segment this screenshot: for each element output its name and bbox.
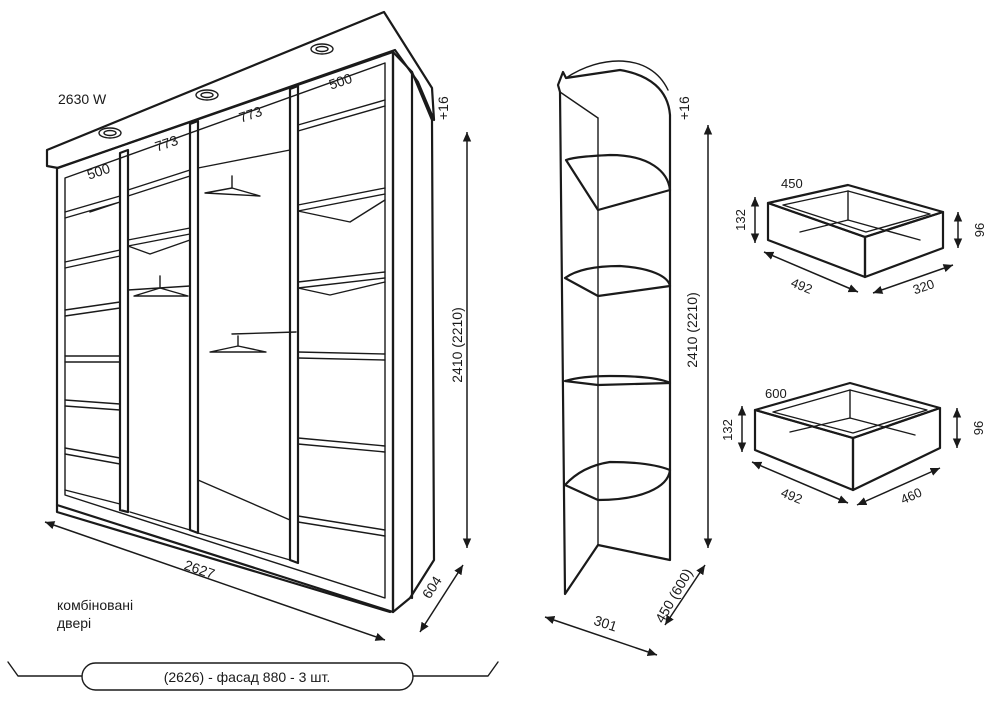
large-drawer-depth-line — [856, 467, 941, 506]
wardrobe-cornice — [45, 10, 436, 170]
small-drawer-depth-line — [872, 264, 954, 294]
note-line-1: комбіновані — [57, 597, 134, 613]
width-dimension-line — [44, 521, 386, 641]
depth-dimension-line — [419, 564, 464, 633]
corner-height-label: 2410 (2210) — [684, 292, 700, 368]
small-drawer-drawing — [766, 183, 945, 279]
large-drawer-length-label: 492 — [779, 485, 805, 507]
small-drawer-length-label: 492 — [789, 275, 815, 297]
small-drawer-length-line — [763, 251, 859, 293]
wardrobe-width-label: 2627 — [182, 557, 217, 582]
facade-bracket — [7, 661, 83, 677]
section-label-2: 773 — [153, 132, 180, 155]
corner-shelf-drawing — [556, 60, 672, 596]
corner-width-dimension-line — [544, 616, 658, 656]
facade-label: (2626) - фасад 880 - 3 шт. — [164, 669, 331, 685]
combined-doors-note: комбіновані двері — [57, 596, 133, 632]
second-section — [127, 169, 191, 531]
corner-width-label: 301 — [592, 612, 619, 635]
small-drawer-depth-label: 320 — [911, 276, 936, 297]
large-drawer-width-label: 600 — [765, 386, 787, 401]
divider-1 — [118, 148, 130, 514]
third-section — [197, 149, 291, 561]
corner-depth-dimension-line — [664, 564, 706, 626]
note-line-2: двері — [57, 615, 92, 631]
facade-pill — [81, 662, 414, 691]
large-drawer-side-height-label: 96 — [971, 421, 986, 435]
left-section-shelves — [64, 195, 121, 505]
section-label-3: 773 — [237, 103, 264, 126]
small-drawer-width-label: 450 — [781, 176, 803, 191]
wardrobe-top-width-label: 2630 W — [58, 91, 107, 107]
corner-top-plus-label: +16 — [676, 96, 692, 120]
large-drawer-front-height-label: 132 — [720, 419, 735, 441]
ceiling-light-icon — [98, 43, 334, 139]
section-label-1: 500 — [85, 160, 112, 183]
small-drawer-side-height-label: 96 — [972, 223, 987, 237]
right-section-shelves — [297, 99, 386, 537]
corner-depth-label: 450 (600) — [652, 566, 696, 626]
hanger-icon — [133, 175, 297, 353]
divider-2 — [188, 119, 200, 535]
wardrobe-side-panel — [391, 50, 436, 614]
large-drawer-length-line — [751, 461, 849, 504]
large-drawer-drawing — [753, 381, 942, 492]
wardrobe-height-label: 2410 (2210) — [449, 307, 465, 383]
large-drawer-depth-label: 460 — [898, 485, 924, 508]
divider-3 — [288, 84, 300, 565]
small-drawer-front-height-label: 132 — [733, 209, 748, 231]
wardrobe-top-plus-label: +16 — [435, 96, 451, 120]
section-label-4: 500 — [327, 70, 354, 93]
